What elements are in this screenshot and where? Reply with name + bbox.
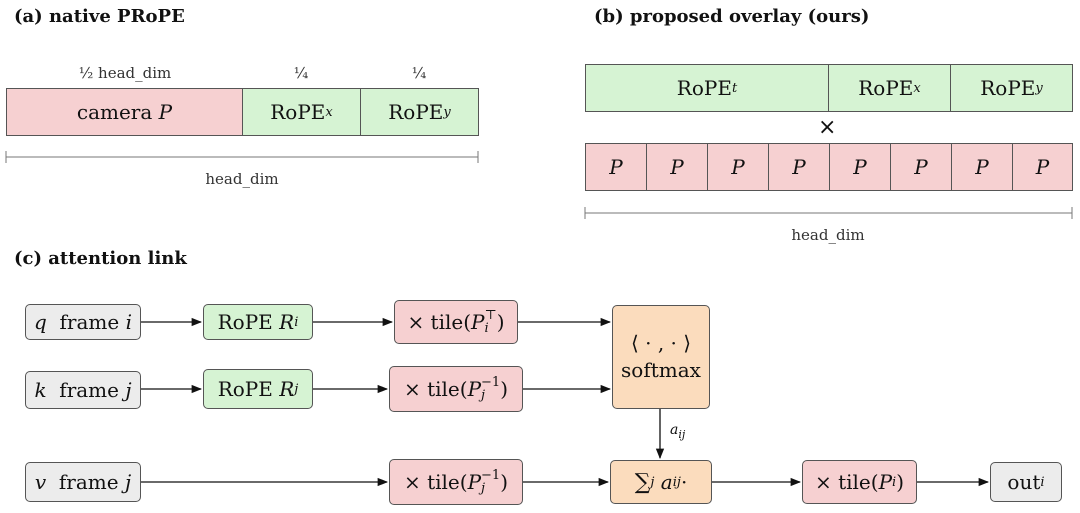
rope-k-text: RoPE [217,377,273,401]
rope-y-sub: y [443,104,451,120]
k-text: frame [59,378,119,402]
softmax-node: ⟨ · , · ⟩ softmax [612,305,710,409]
tile-v-sub: j [481,481,486,496]
tile-q-prefix: × tile( [407,310,472,334]
camera-symbol: P [158,100,173,124]
multiply-symbol: × [818,115,837,140]
tile-v-suffix: ) [500,470,509,494]
sum-symbol: ∑ [634,469,651,495]
overlay-rope-y-label: RoPE [980,76,1036,100]
out-sub: i [1040,474,1045,490]
weight-sub: ij [678,427,686,441]
q-text: frame [59,310,120,334]
rope-x-dim-label: ¼ [293,64,309,82]
tile-q-sup: ⊤ [484,308,497,323]
p-cell: P [829,143,891,191]
rope-k-var: R [279,377,295,401]
panel-a-span-label: head_dim [205,170,279,188]
p-cell: P [1012,143,1073,191]
p-cell: P [890,143,952,191]
tile-out-prefix: × tile( [814,470,879,494]
p-cell: P [707,143,769,191]
overlay-rope-x-label: RoPE [858,76,914,100]
p-cell: P [646,143,708,191]
v-text: frame [58,470,119,494]
k-idx: j [125,378,132,402]
p-cell: P [585,143,647,191]
rope-x-label: RoPE [270,100,326,124]
panel-a-title: (a) native PRoPE [14,6,185,27]
rope-q-var: R [279,310,295,334]
camera-segment: camera P [6,88,243,136]
v-frame-node: v frame j [25,462,141,502]
tile-k-suffix: ) [500,377,509,401]
tile-v-sup: −1 [481,468,501,483]
tile-q-var: P [471,310,485,334]
tile-k-sup: −1 [481,375,501,390]
rope-t-sub: t [731,80,738,96]
attention-weight-label: aij [670,422,685,441]
tile-k-var: P [467,377,482,401]
rope-y-dim-label: ¼ [411,64,427,82]
camera-dim-label: ½ head_dim [78,64,172,82]
p-cell: P [768,143,830,191]
p-cell: P [951,143,1013,191]
tile-out-var: P [878,470,893,494]
q-var: q [34,310,47,334]
rope-y-label: RoPE [388,100,444,124]
tile-v-var: P [467,470,482,494]
panel-b-span-bracket [584,207,1073,219]
overlay-rope-x-sub: x [913,80,921,96]
softmax-label: softmax [621,358,701,382]
rope-t-label: RoPE [676,76,732,100]
rope-x-sub: x [325,104,333,120]
tile-q-sub: i [484,321,489,336]
panel-c-title: (c) attention link [14,248,187,269]
out-text: out [1007,470,1041,494]
k-var: k [34,378,47,402]
rope-k-sub: j [294,381,299,397]
inner-product-label: ⟨ · , · ⟩ [630,331,692,355]
panel-a-span-bracket [5,151,479,163]
weight-var: a [670,422,679,438]
rope-q-text: RoPE [217,310,273,334]
tile-k-prefix: × tile( [403,377,468,401]
tile-q-suffix: ) [496,310,505,334]
camera-label: camera [76,100,153,124]
panel-b-span-label: head_dim [791,226,865,244]
k-frame-node: k frame j [25,371,141,409]
tile-v-prefix: × tile( [403,470,468,494]
sum-var-sub: ij [672,474,681,490]
q-idx: i [125,310,132,334]
panel-b-title: (b) proposed overlay (ours) [594,6,870,27]
rope-q-sub: i [294,314,299,330]
tile-out-sub: i [892,474,897,490]
sum-var: a [660,470,673,494]
v-idx: j [124,470,132,494]
overlay-rope-y-sub: y [1035,80,1043,96]
q-frame-node: q frame i [25,304,141,340]
tile-k-sub: j [481,388,486,403]
tile-out-suffix: ) [896,470,905,494]
sum-suffix: · [680,470,688,494]
tile-q-node: × tile(P⊤i) [394,300,518,344]
v-var: v [34,470,47,494]
sum-index: j [650,474,655,490]
